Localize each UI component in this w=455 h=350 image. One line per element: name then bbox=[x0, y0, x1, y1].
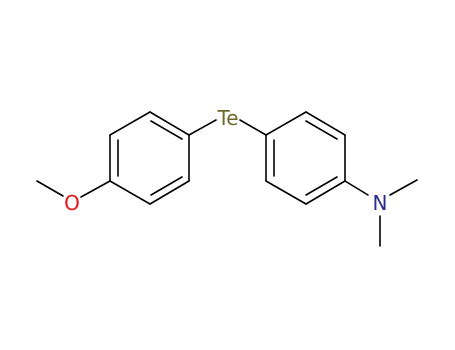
double-bond-inner bbox=[305, 176, 338, 196]
bond bbox=[149, 111, 190, 136]
double-bond-inner bbox=[150, 120, 183, 140]
bond-ring-nitrogen bbox=[344, 180, 369, 196]
bond-te-right bbox=[239, 119, 267, 136]
bond-oxygen-methyl bbox=[36, 180, 64, 197]
double-bond-inner bbox=[305, 120, 338, 140]
bond bbox=[305, 111, 346, 136]
bond-te-left bbox=[188, 119, 217, 136]
bond-nitrogen-methyl-upper bbox=[389, 179, 418, 196]
bond bbox=[109, 111, 151, 136]
methoxyphenyl-ring bbox=[109, 111, 190, 205]
oxygen-atom-label: O bbox=[64, 191, 80, 215]
bond bbox=[109, 180, 151, 205]
bond bbox=[265, 111, 307, 136]
nitrogen-atom-label: N bbox=[373, 191, 388, 215]
double-bond-inner bbox=[150, 176, 183, 196]
bond-ring-oxygen bbox=[80, 180, 111, 198]
bond bbox=[305, 180, 346, 205]
bond bbox=[265, 180, 307, 205]
bond bbox=[149, 180, 190, 205]
tellurium-atom-label: Te bbox=[216, 106, 238, 130]
dimethylaminophenyl-ring bbox=[265, 111, 346, 205]
